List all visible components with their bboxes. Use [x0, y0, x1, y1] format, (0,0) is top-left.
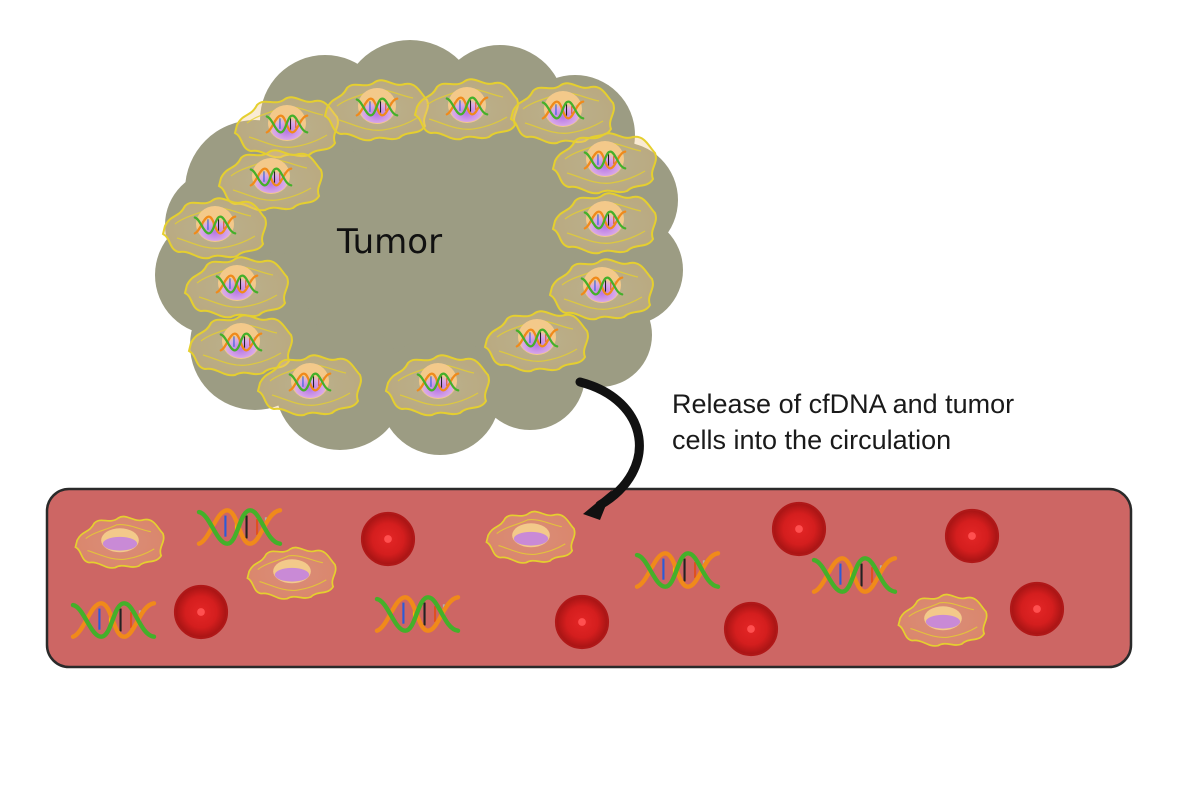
red-blood-cell-icon [944, 508, 1000, 564]
red-blood-cell-icon [360, 511, 416, 567]
caption-line-1: Release of cfDNA and tumor [672, 389, 1015, 419]
red-blood-cell-icon [1009, 581, 1065, 637]
release-caption: Release of cfDNA and tumor cells into th… [672, 386, 1092, 458]
red-blood-cell-icon [723, 601, 779, 657]
tumor-label: Tumor [336, 222, 442, 262]
tumor-cell-with-dna-icon [235, 97, 338, 157]
red-blood-cell-icon [554, 594, 610, 650]
red-blood-cell-icon [173, 584, 229, 640]
curved-arrow-icon [575, 377, 644, 520]
red-blood-cell-icon [771, 501, 827, 557]
blood-vessel [45, 487, 1133, 669]
caption-line-2: cells into the circulation [672, 425, 952, 455]
